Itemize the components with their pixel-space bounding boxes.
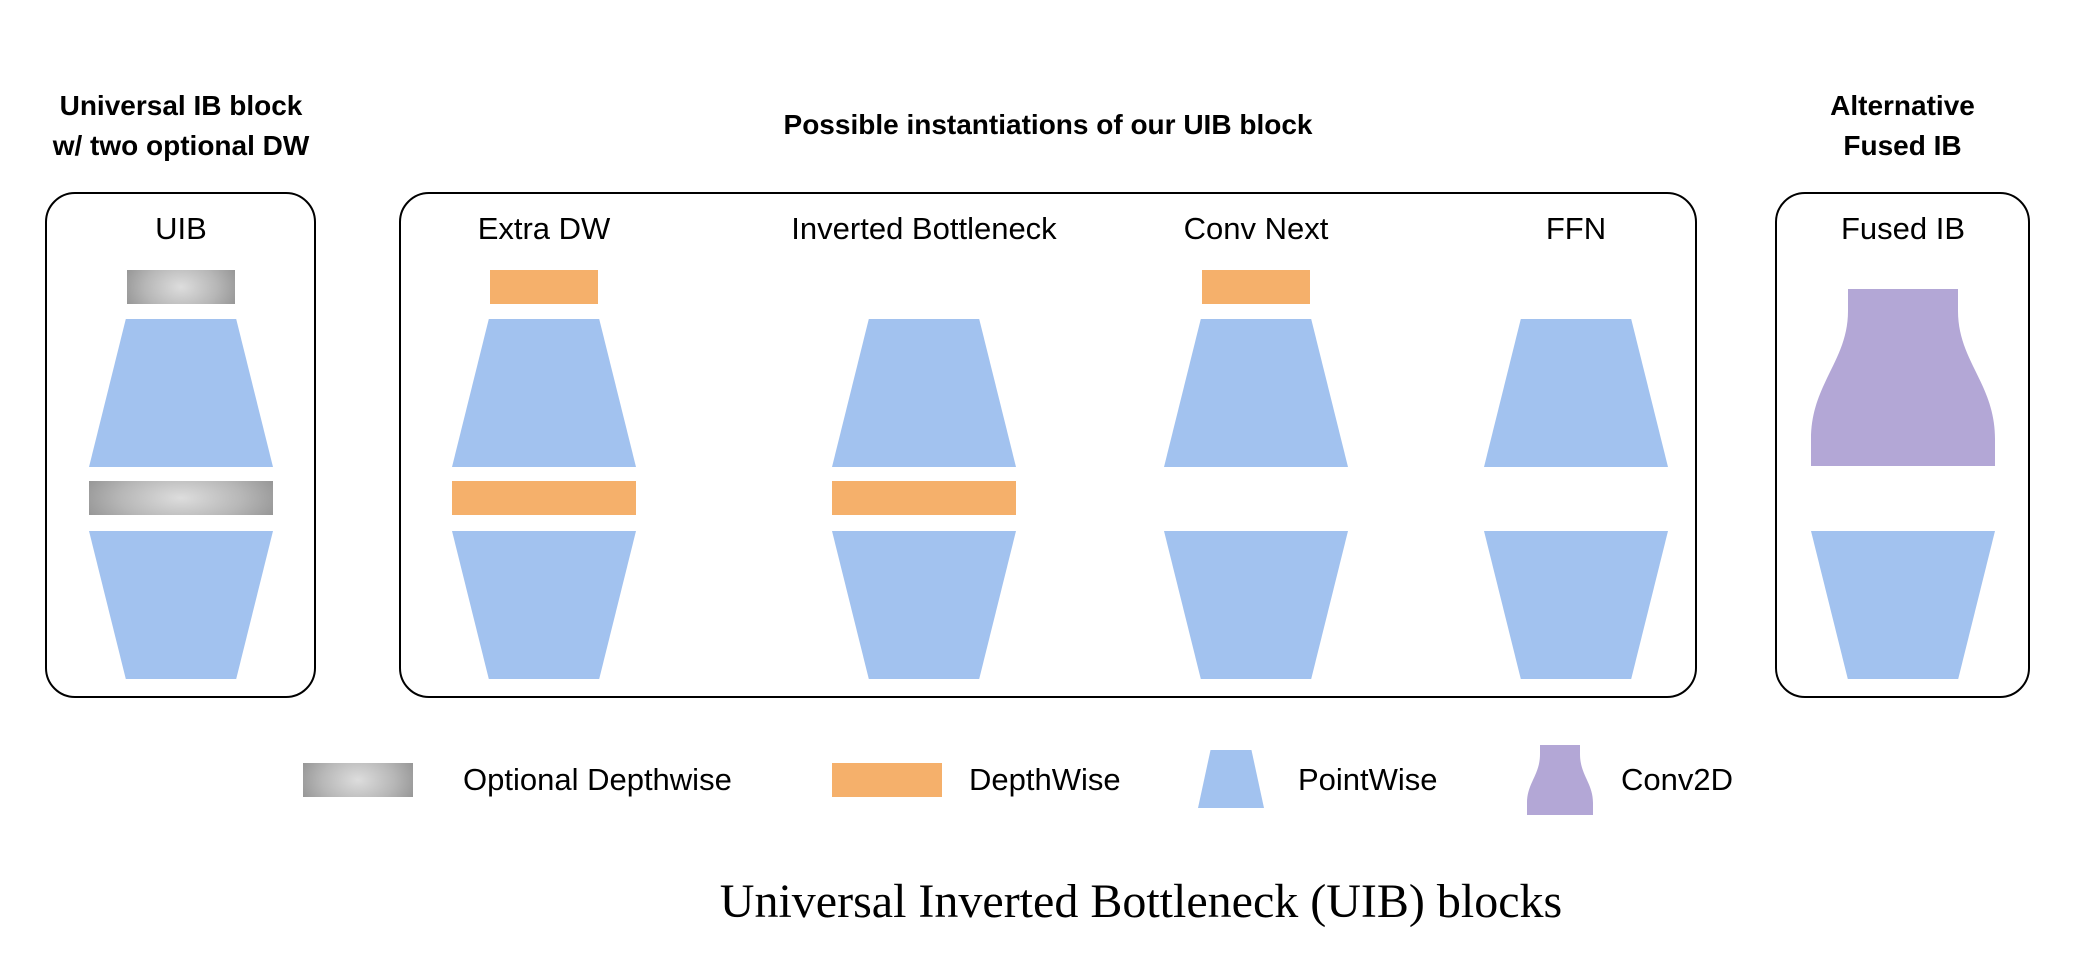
- pointwise-expand-shape: [89, 319, 273, 467]
- depthwise-bar-top: [1202, 270, 1310, 304]
- pointwise-expand-shape: [1164, 319, 1348, 467]
- inverted-bottleneck-column: Inverted Bottleneck: [791, 194, 1057, 700]
- middle-panel-header: Possible instantiations of our UIB block: [783, 109, 1313, 140]
- legend-label-optional-depthwise: Optional Depthwise: [463, 762, 732, 797]
- legend-label-depthwise: DepthWise: [969, 762, 1121, 797]
- fused-ib-column: Fused IB: [1811, 194, 1995, 700]
- pointwise-contract-shape: [832, 531, 1016, 679]
- depthwise-bar-top: [490, 270, 598, 304]
- uib-block-box: UIB: [45, 192, 316, 698]
- fused-ib-box: Fused IB: [1775, 192, 2030, 698]
- conv2d-swatch-icon: [1527, 745, 1593, 815]
- conv-next-column: Conv Next: [1164, 194, 1348, 700]
- left-panel-header-line2: w/ two optional DW: [52, 130, 310, 161]
- uib-column-label: UIB: [155, 211, 207, 246]
- right-panel-header: Alternative Fused IB: [1770, 86, 2035, 166]
- conv2d-funnel-shape: [1811, 289, 1995, 466]
- extra-dw-column: Extra DW: [452, 194, 636, 700]
- inverted-bottleneck-label: Inverted Bottleneck: [791, 211, 1057, 246]
- legend-label-conv2d: Conv2D: [1621, 762, 1733, 797]
- pointwise-contract-shape: [1484, 531, 1668, 679]
- pointwise-swatch-icon: [1198, 750, 1264, 808]
- optional-depthwise-bar-middle: [89, 481, 273, 515]
- pointwise-expand-shape: [832, 319, 1016, 467]
- uib-column: UIB: [89, 194, 273, 700]
- ffn-label: FFN: [1545, 211, 1607, 246]
- depthwise-bar-middle: [452, 481, 636, 515]
- depthwise-bar-middle: [832, 481, 1016, 515]
- pointwise-expand-shape: [1484, 319, 1668, 467]
- conv-next-label: Conv Next: [1183, 211, 1329, 246]
- left-panel-header-line1: Universal IB block: [59, 90, 303, 121]
- right-panel-header-line1: Alternative: [1830, 90, 1975, 121]
- instantiations-box: Extra DW Inverted Bottleneck Conv Next F…: [399, 192, 1697, 698]
- ffn-column: FFN: [1484, 194, 1668, 700]
- legend-label-pointwise: PointWise: [1298, 762, 1438, 797]
- left-panel-header: Universal IB block w/ two optional DW: [0, 86, 362, 166]
- depthwise-swatch-icon: [832, 763, 942, 797]
- optional-depthwise-bar-top: [127, 270, 235, 304]
- pointwise-contract-shape: [1811, 531, 1995, 679]
- pointwise-expand-shape: [452, 319, 636, 467]
- pointwise-contract-shape: [452, 531, 636, 679]
- fused-ib-label: Fused IB: [1840, 211, 1966, 246]
- right-panel-header-line2: Fused IB: [1843, 130, 1962, 161]
- figure-caption: Universal Inverted Bottleneck (UIB) bloc…: [719, 875, 1563, 928]
- optional-depthwise-swatch-icon: [303, 763, 413, 797]
- extra-dw-label: Extra DW: [477, 211, 611, 246]
- pointwise-contract-shape: [89, 531, 273, 679]
- pointwise-contract-shape: [1164, 531, 1348, 679]
